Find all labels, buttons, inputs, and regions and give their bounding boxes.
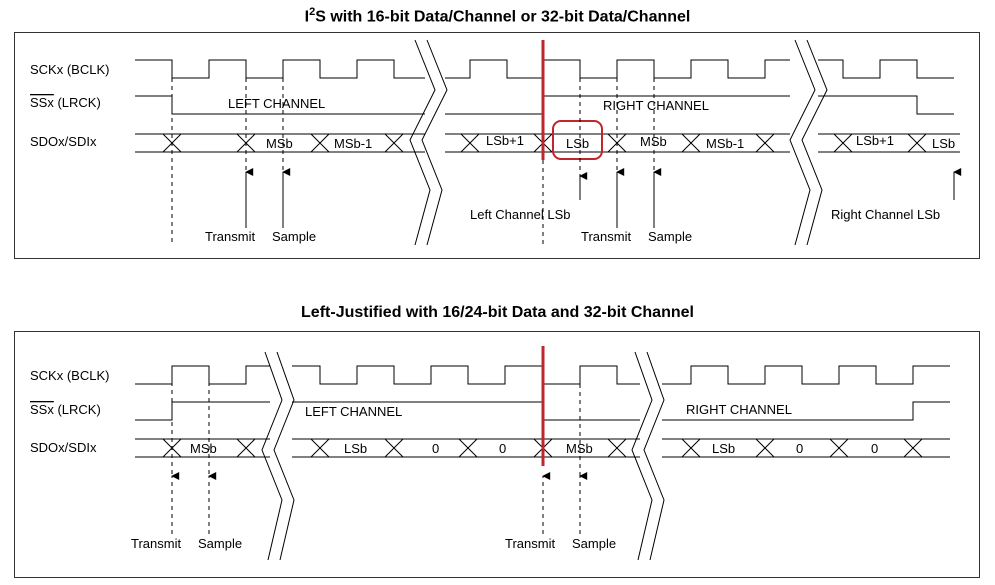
bottom-bit-zero-left-1: 0	[432, 441, 439, 456]
bottom-ss-label-rest: (LRCK)	[54, 402, 101, 417]
bottom-diagram-title: Left-Justified with 16/24-bit Data and 3…	[301, 304, 694, 321]
bottom-bit-zero-right-2: 0	[871, 441, 878, 456]
top-bit-msb1-left: MSb-1	[334, 136, 372, 151]
top-right-channel-lsb: Right Channel LSb	[831, 207, 940, 222]
bottom-bit-msb-right: MSb	[566, 441, 593, 456]
top-left-channel: LEFT CHANNEL	[228, 96, 325, 111]
bottom-bit-lsb-left: LSb	[344, 441, 367, 456]
bottom-bit-zero-left-2: 0	[499, 441, 506, 456]
bottom-bit-msb-left: MSb	[190, 441, 217, 456]
top-sck-label: SCKx (BCLK)	[30, 62, 109, 77]
top-sample-right: Sample	[648, 229, 692, 244]
top-break-mark-left	[409, 39, 448, 246]
bottom-bit-lsb-right: LSb	[712, 441, 735, 456]
bottom-guide-lines	[171, 366, 581, 476]
top-sdo-bus	[135, 133, 960, 153]
bottom-left-channel: LEFT CHANNEL	[305, 404, 402, 419]
top-sck-waveform	[135, 59, 954, 79]
bottom-transmit-left: Transmit	[131, 536, 181, 551]
bottom-sdo-label: SDOx/SDIx	[30, 440, 97, 455]
title-prefix: I	[304, 8, 310, 26]
bottom-arrows	[171, 472, 588, 534]
top-bit-lsb-boxed: LSb	[566, 136, 589, 151]
top-left-channel-lsb: Left Channel LSb	[470, 207, 570, 222]
bottom-ss-label-bar: SSx	[30, 402, 54, 417]
top-bit-lsb1-right: LSb+1	[856, 133, 894, 148]
top-bit-msb1-right: MSb-1	[706, 136, 744, 151]
bottom-break-mark-left	[261, 351, 295, 561]
top-ss-label: SSx (LRCK)	[30, 95, 101, 110]
bottom-sck-label: SCKx (BCLK)	[30, 368, 109, 383]
top-sample-left: Sample	[272, 229, 316, 244]
bottom-sample-left: Sample	[198, 536, 242, 551]
top-bit-lsb-right: LSb	[932, 136, 955, 151]
top-ss-label-rest: (LRCK)	[54, 95, 101, 110]
bottom-ss-label: SSx (LRCK)	[30, 402, 101, 417]
top-ss-label-bar: SSx	[30, 95, 54, 110]
bottom-right-channel: RIGHT CHANNEL	[686, 402, 792, 417]
top-arrows	[245, 168, 962, 228]
top-diagram-title: I2S with 16-bit Data/Channel or 32-bit D…	[0, 6, 995, 26]
title-rest: S with 16-bit Data/Channel or 32-bit Dat…	[315, 8, 691, 26]
title-superscript: 2	[309, 6, 316, 18]
top-bit-lsb1-left: LSb+1	[486, 133, 524, 148]
bottom-transmit-right: Transmit	[505, 536, 555, 551]
top-transmit-left: Transmit	[205, 229, 255, 244]
top-bit-msb-right: MSb	[640, 134, 667, 149]
bottom-sample-right: Sample	[572, 536, 616, 551]
top-break-mark-right	[789, 39, 828, 246]
top-guide-lines	[171, 78, 655, 245]
bottom-break-mark-right	[631, 351, 665, 561]
top-diagram-panel	[14, 32, 980, 259]
bottom-bit-zero-right-1: 0	[796, 441, 803, 456]
top-transmit-right: Transmit	[581, 229, 631, 244]
top-right-channel: RIGHT CHANNEL	[603, 98, 709, 113]
top-sdo-label: SDOx/SDIx	[30, 134, 97, 149]
top-lsb-highlight-box	[552, 120, 603, 160]
top-bit-msb-left: MSb	[266, 136, 293, 151]
bottom-diagram-panel	[14, 331, 980, 578]
